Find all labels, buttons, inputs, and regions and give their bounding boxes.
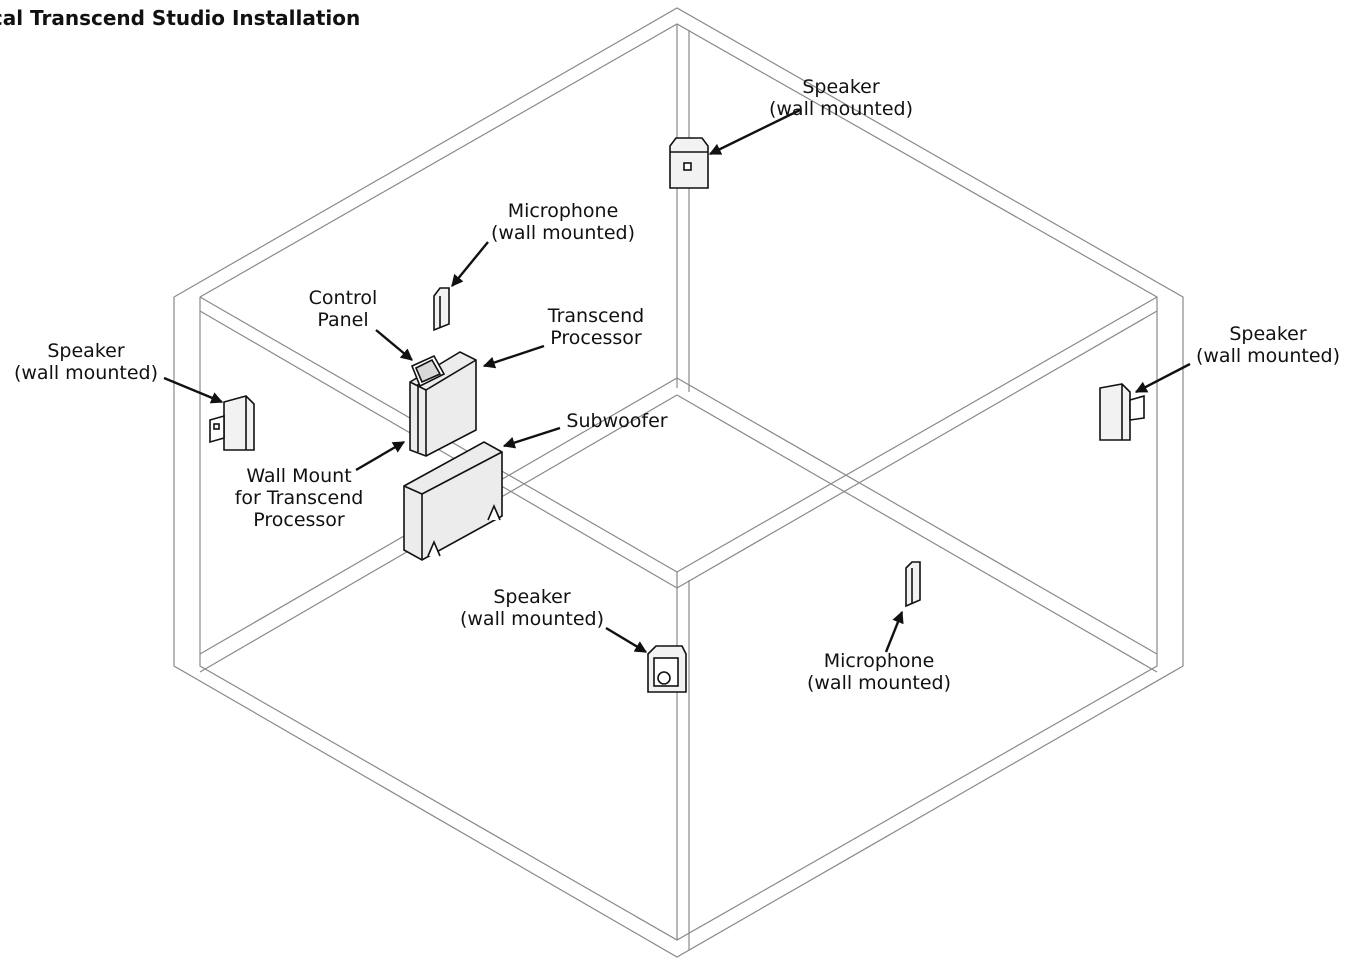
arrow-microphone-top bbox=[451, 241, 489, 287]
subwoofer-icon bbox=[403, 441, 503, 561]
arrow-control-panel bbox=[375, 329, 413, 361]
label-control-panel: Control Panel bbox=[308, 287, 378, 331]
label-microphone-top: Microphone (wall mounted) bbox=[490, 200, 636, 244]
microphone-top-icon bbox=[433, 287, 450, 332]
label-speaker-right: Speaker (wall mounted) bbox=[1195, 323, 1341, 367]
speaker-top-icon bbox=[669, 137, 709, 189]
speaker-bottom-icon bbox=[647, 645, 687, 693]
arrow-subwoofer bbox=[502, 426, 561, 449]
arrow-transcend-processor bbox=[482, 344, 545, 369]
label-microphone-bottom: Microphone (wall mounted) bbox=[806, 650, 952, 694]
arrow-speaker-right bbox=[1134, 362, 1191, 394]
arrow-microphone-bottom bbox=[884, 610, 904, 653]
callout-arrows bbox=[163, 108, 1191, 654]
label-speaker-left: Speaker (wall mounted) bbox=[13, 340, 159, 384]
label-transcend-processor: Transcend Processor bbox=[547, 305, 645, 349]
label-speaker-top: Speaker (wall mounted) bbox=[768, 76, 914, 120]
arrow-speaker-left bbox=[163, 376, 224, 404]
arrow-wall-mount bbox=[355, 440, 406, 472]
arrow-speaker-top bbox=[708, 108, 801, 156]
label-speaker-bottom: Speaker (wall mounted) bbox=[459, 586, 605, 630]
microphone-bottom-icon bbox=[905, 561, 921, 608]
speaker-right-icon bbox=[1099, 383, 1145, 441]
label-subwoofer: Subwoofer bbox=[566, 410, 668, 432]
control-panel-icon bbox=[410, 354, 446, 388]
speaker-left-icon bbox=[209, 395, 255, 451]
arrow-speaker-bottom bbox=[605, 626, 648, 654]
diagram-title: ical Transcend Studio Installation bbox=[0, 6, 361, 30]
label-wall-mount: Wall Mount for Transcend Processor bbox=[234, 465, 364, 531]
